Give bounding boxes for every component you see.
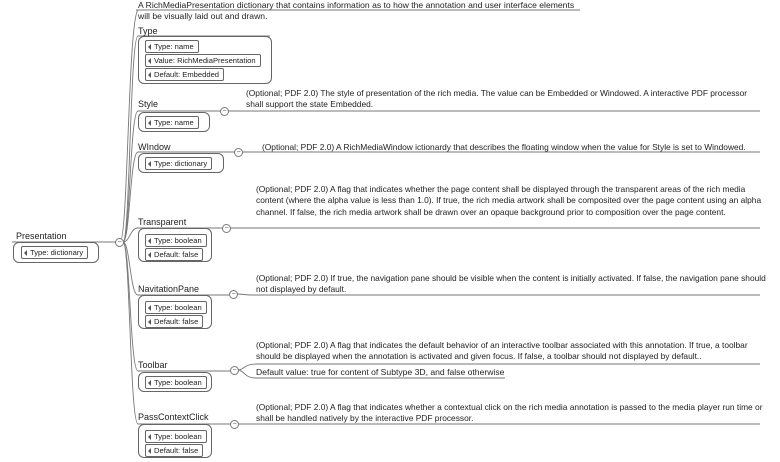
property-group: [138, 228, 212, 262]
node-label-navitationpane[interactable]: NavitationPane: [138, 284, 200, 294]
property-pill: Default: false: [145, 315, 204, 328]
property-pill: Default: false: [145, 444, 204, 457]
branch-6: [122, 241, 139, 425]
node-label-style[interactable]: Style: [138, 99, 159, 109]
property-pill: Type: name: [145, 40, 199, 53]
branch-to-description: [119, 9, 139, 243]
description-branch-5: [237, 363, 257, 371]
property-pill: Type: dictionary: [145, 157, 213, 170]
property-pill: Type: boolean: [145, 376, 207, 389]
root-type-group: [13, 242, 99, 263]
extra-branch: [237, 369, 257, 379]
node-description: (Optional; PDF 2.0) A flag that indicate…: [256, 340, 748, 362]
description-branch-4: [236, 293, 256, 296]
collapse-toggle[interactable]: −: [230, 420, 239, 429]
collapse-toggle[interactable]: −: [222, 224, 231, 233]
node-description: (Optional; PDF 2.0) A flag that indicate…: [256, 184, 762, 217]
node-label-window[interactable]: WIndow: [138, 142, 171, 152]
property-pill: Value: RichMediaPresentation: [145, 54, 261, 67]
node-label-passcontextclick[interactable]: PassContextClick: [138, 412, 209, 422]
root-node-label[interactable]: Presentation: [16, 231, 67, 241]
node-description: (Optional; PDF 2.0) A RichMediaWindow ic…: [262, 142, 746, 152]
property-pill: Type: boolean: [145, 234, 207, 247]
collapse-toggle[interactable]: −: [229, 290, 238, 299]
property-group: [138, 372, 212, 392]
branch-4: [122, 241, 139, 296]
property-group: [138, 36, 272, 84]
node-description: (Optional; PDF 2.0) If true, the navigat…: [256, 273, 766, 295]
property-group: [138, 153, 224, 173]
node-description: (Optional; PDF 2.0) A flag that indicate…: [256, 402, 763, 424]
node-label-toolbar[interactable]: Toolbar: [138, 360, 168, 370]
branch-3: [122, 227, 139, 243]
branch-2: [122, 151, 139, 243]
property-group: [138, 112, 210, 132]
root-collapse-toggle[interactable]: −: [115, 238, 124, 247]
property-group: [138, 424, 212, 458]
property-group: [138, 295, 212, 329]
root-description: A RichMediaPresentation dictionary that …: [138, 0, 575, 21]
node-label-type[interactable]: Type: [138, 26, 158, 36]
collapse-toggle[interactable]: −: [234, 148, 243, 157]
property-pill: Type: name: [145, 116, 199, 129]
collapse-toggle[interactable]: −: [230, 366, 239, 375]
collapse-toggle[interactable]: −: [220, 107, 229, 116]
property-pill: Type: boolean: [145, 430, 207, 443]
property-pill: Default: Embedded: [145, 68, 225, 81]
node-description: (Optional; PDF 2.0) The style of present…: [246, 88, 748, 110]
node-label-transparent[interactable]: Transparent: [138, 217, 187, 227]
branch-0: [122, 35, 139, 243]
root-type-pill: Type: dictionary: [21, 246, 89, 259]
property-pill: Default: false: [145, 248, 204, 261]
property-pill: Type: boolean: [145, 301, 207, 314]
node-extra-note: Default value: true for content of Subty…: [256, 367, 505, 377]
